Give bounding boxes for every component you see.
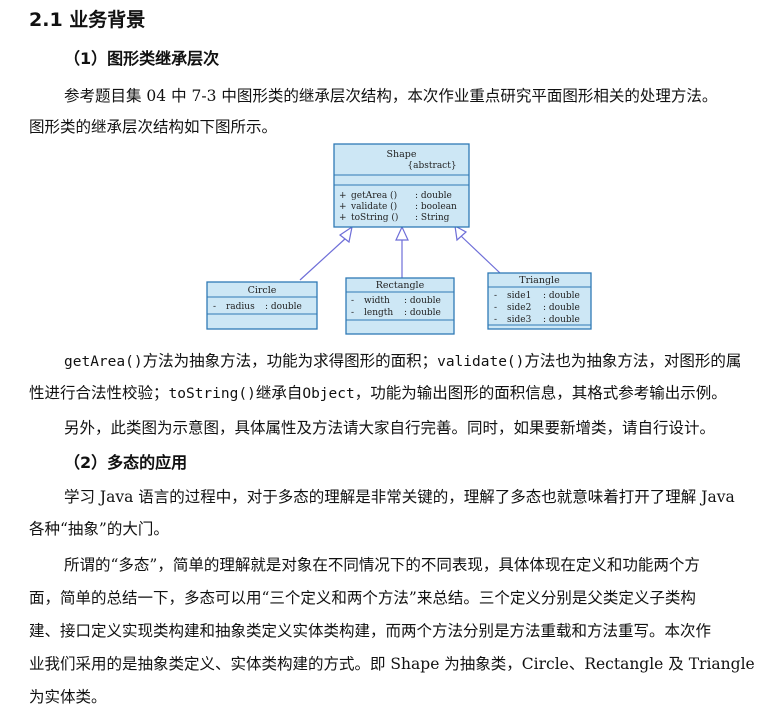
text-fragment: 方法为抽象方法，功能为求得图形的面积； (142, 352, 438, 370)
rectangle-attr-name: width (364, 296, 390, 306)
arrowhead-circle (338, 225, 353, 244)
rectangle-attr-vis: - (351, 296, 354, 306)
arrow-triangle-to-shape (460, 235, 501, 274)
paragraph-5-line-2: 面，简单的总结一下，多态可以用“三个定义和两个方法”来总结。三个定义分别是父类定… (29, 589, 696, 607)
paragraph-4-line-1: 学习 Java 语言的过程中，对于多态的理解是非常关键的，理解了多态也就意味着打… (64, 488, 735, 506)
text-fragment: 继承自 (255, 384, 303, 402)
triangle-attr-type: : double (543, 303, 580, 313)
shape-method-type: : String (415, 213, 450, 223)
triangle-attr-vis: - (494, 303, 497, 313)
rectangle-class-name: Rectangle (376, 280, 425, 291)
triangle-class-name: Triangle (519, 275, 560, 286)
rectangle-attr-vis: - (351, 308, 354, 318)
uml-class-triangle: Triangle - side1 : double - side2 : doub… (487, 272, 592, 330)
triangle-attr-vis: - (494, 315, 497, 325)
circle-attr-name: radius (226, 302, 255, 312)
triangle-attr-name: side2 (507, 303, 531, 313)
inheritance-arrows (299, 224, 501, 281)
rectangle-attr-type: : double (404, 308, 441, 318)
shape-method-name: getArea () (351, 190, 397, 201)
triangle-attr-vis: - (494, 291, 497, 301)
shape-method-type: : double (415, 191, 452, 201)
text-fragment: 性进行合法性校验； (29, 384, 169, 402)
arrow-circle-to-shape (299, 237, 347, 281)
triangle-attr-type: : double (543, 315, 580, 325)
code-object: Object (302, 386, 355, 402)
text-fragment: ，功能为输出图形的面积信息，其格式参考输出示例。 (354, 384, 727, 402)
uml-class-diagram: Shape {abstract} + getArea () : double +… (206, 143, 592, 335)
paragraph-2-line-2: 性进行合法性校验；toString()继承自Object，功能为输出图形的面积信… (29, 381, 727, 406)
paragraph-5-line-1: 所谓的“多态”，简单的理解就是对象在不同情况下的不同表现，具体体现在定义和功能两… (64, 556, 700, 574)
section-title: 2.1 业务背景 (29, 9, 146, 31)
text-fragment: 方法也为抽象方法，对图形的属 (524, 352, 742, 370)
paragraph-5-line-3: 建、接口定义实现类构建和抽象类定义实体类构建，而两个方法分别是方法重载和方法重写… (29, 622, 712, 640)
paragraph-3: 另外，此类图为示意图，具体属性及方法请大家自行完善。同时，如果要新增类，请自行设… (64, 419, 716, 437)
paragraph-1-line-1: 参考题目集 04 中 7-3 中图形类的继承层次结构，本次作业重点研究平面图形相… (64, 87, 718, 105)
arrowhead-rectangle (395, 225, 409, 241)
shape-class-name: Shape (387, 149, 417, 160)
subsection-title-inheritance: （1）图形类继承层次 (64, 49, 220, 68)
arrowhead-triangle (454, 224, 468, 242)
uml-class-circle: Circle - radius : double (206, 281, 318, 330)
paragraph-5-line-5: 为实体类。 (29, 688, 107, 706)
circle-attr-type: : double (265, 302, 302, 312)
shape-method-type: : boolean (415, 202, 457, 212)
shape-method-vis: + (339, 191, 347, 201)
triangle-attr-type: : double (543, 291, 580, 301)
uml-class-rectangle: Rectangle - width : double - length : do… (345, 277, 455, 335)
shape-method-name: validate () (350, 201, 397, 212)
paragraph-1-line-2: 图形类的继承层次结构如下图所示。 (29, 118, 278, 136)
code-tostring: toString() (168, 386, 256, 402)
triangle-attr-name: side1 (507, 291, 531, 301)
subsection-title-polymorphism: （2）多态的应用 (64, 453, 188, 472)
circle-class-name: Circle (248, 285, 277, 296)
shape-method-vis: + (339, 202, 347, 212)
shape-stereotype: {abstract} (407, 161, 456, 171)
code-validate: validate() (437, 354, 525, 370)
paragraph-5-line-4: 业我们采用的是抽象类定义、实体类构建的方式。即 Shape 为抽象类，Circl… (29, 655, 755, 673)
rectangle-attr-type: : double (404, 296, 441, 306)
rectangle-attr-name: length (364, 308, 393, 318)
circle-attr-vis: - (213, 302, 216, 312)
paragraph-4-line-2: 各种“抽象”的大门。 (29, 520, 169, 538)
shape-method-name: toString () (351, 212, 398, 223)
paragraph-2-line-1: getArea()方法为抽象方法，功能为求得图形的面积；validate()方法… (64, 349, 741, 374)
shape-method-vis: + (339, 213, 347, 223)
uml-class-shape: Shape {abstract} + getArea () : double +… (333, 143, 470, 228)
triangle-attr-name: side3 (507, 315, 532, 325)
code-getarea: getArea() (64, 354, 143, 370)
